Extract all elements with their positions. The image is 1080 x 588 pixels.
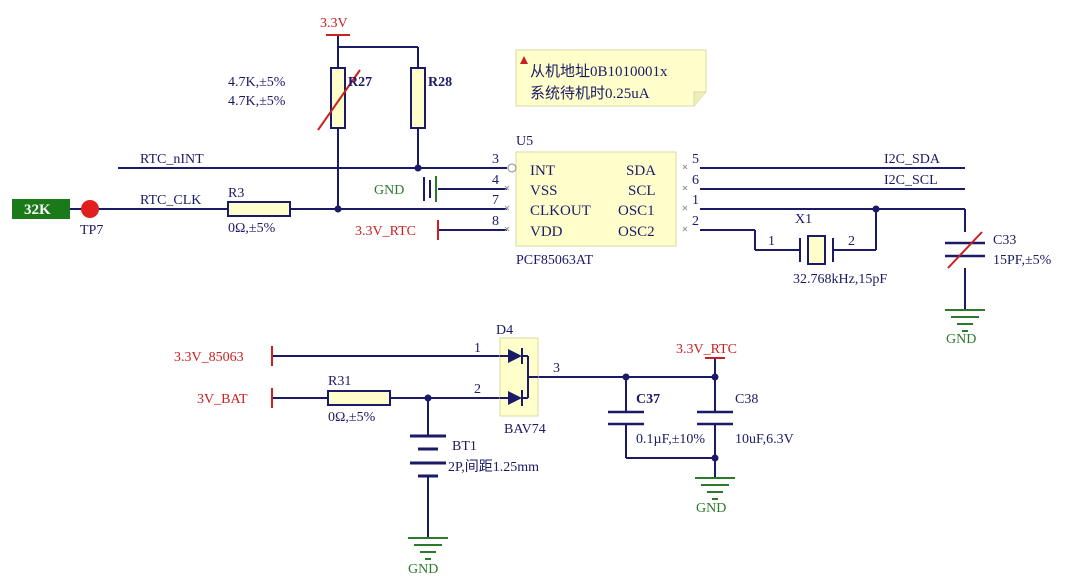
tag-32k-label: 32K [24, 202, 51, 218]
c33-ref: C33 [993, 233, 1016, 248]
pin-number: 2 [474, 382, 481, 397]
junction-dot [414, 164, 422, 172]
power-3v3-rtc-bottom: 3.3V_RTC [676, 342, 737, 359]
gnd-c37: GND [695, 477, 735, 516]
ic-u5: U5 PCF85063AT 3 INT 4 VSS 7 CLKOUT 8 VDD… [492, 134, 699, 268]
d4-part: BAV74 [504, 422, 546, 437]
power-3v3-top: 3.3V [320, 16, 350, 36]
pin-name: SCL [628, 183, 656, 199]
junction-dot [334, 205, 342, 213]
pin-number: 1 [692, 193, 699, 208]
pin-number: 1 [768, 234, 775, 249]
net-label-rtc-clk: RTC_CLK [140, 193, 201, 208]
c38-ref: C38 [735, 392, 758, 407]
variable-arrow-icon [317, 69, 361, 131]
pin-name: SDA [626, 163, 656, 179]
u5-ref: U5 [516, 134, 533, 149]
r27-value: 4.7K,±5% [228, 75, 286, 90]
testpoint-icon [81, 200, 99, 218]
gnd-bt1: GND [408, 537, 448, 577]
net-label-rtc-nint: RTC_nINT [140, 152, 204, 167]
pin-number: 3 [553, 361, 560, 376]
capacitor-c37: C37 0.1µF,±10% [608, 392, 705, 447]
pin-name: VDD [530, 224, 563, 240]
power-label: 3.3V_85063 [174, 350, 244, 365]
net-label-i2c-sda: I2C_SDA [884, 152, 941, 167]
c37-value: 0.1µF,±10% [636, 432, 705, 447]
r31-value: 0Ω,±5% [328, 410, 376, 425]
pin-number: 7 [492, 193, 499, 208]
gnd-label: GND [946, 332, 976, 347]
battery-bt1: BT1 2P,间距1.25mm [410, 434, 539, 478]
power-label: 3.3V_RTC [355, 224, 416, 239]
junction-dot [711, 454, 719, 462]
x1-ref: X1 [795, 212, 812, 227]
pin-name: OSC2 [618, 224, 655, 240]
junctions [334, 164, 880, 462]
pin-name: INT [530, 163, 555, 179]
note-line1: 从机地址0B1010001x [530, 63, 668, 80]
x1-value: 32.768kHz,15pF [793, 272, 887, 287]
r27-ref: R27 [348, 75, 372, 90]
r3-value: 0Ω,±5% [228, 221, 276, 236]
pin-name: VSS [530, 183, 558, 199]
crystal-x1: X1 1 2 32.768kHz,15pF [768, 212, 887, 287]
c33-value: 15PF,±5% [993, 253, 1052, 268]
r31-ref: R31 [328, 374, 351, 389]
d4-ref: D4 [496, 323, 513, 338]
pin-number: 1 [474, 341, 481, 356]
capacitor-c33: C33 15PF,±5% [945, 231, 1052, 269]
power-3v3-85063: 3.3V_85063 [174, 346, 273, 366]
pin-marks [504, 164, 688, 232]
power-label: 3.3V_RTC [676, 342, 737, 357]
tp7-ref: TP7 [80, 223, 103, 238]
testpoint-tp7: TP7 [80, 200, 103, 238]
pin-number: 2 [848, 234, 855, 249]
capacitor-c38: C38 10uF,6.3V [697, 392, 794, 447]
note-box: 从机地址0B1010001x 系统待机时0.25uA [515, 49, 707, 107]
variable-arrow-icon [947, 231, 983, 269]
note-line2: 系统待机时0.25uA [530, 85, 650, 102]
gnd-c33: GND [945, 309, 985, 347]
c37-ref: C37 [636, 392, 660, 407]
pin-number: 8 [492, 214, 499, 229]
gnd-label: GND [696, 501, 726, 516]
gnd-label: GND [408, 562, 438, 577]
u5-part: PCF85063AT [516, 253, 593, 268]
bt1-ref: BT1 [452, 439, 477, 454]
net-label-i2c-scl: I2C_SCL [884, 173, 938, 188]
bt1-value: 2P,间距1.25mm [448, 459, 539, 475]
r28-value: 4.7K,±5% [228, 94, 286, 109]
junction-dot [872, 205, 880, 213]
pin-number: 6 [692, 173, 699, 188]
junction-dot [711, 373, 719, 381]
diode-d4: D4 BAV74 1 2 3 [474, 323, 560, 437]
note-marker-icon [520, 56, 528, 64]
resistor-r31: R31 0Ω,±5% [327, 374, 391, 425]
wires [40, 35, 966, 538]
resistor-r27: R27 4.7K,±5% [228, 67, 372, 131]
tag-32k: 32K [12, 199, 70, 219]
power-label: 3V_BAT [197, 392, 248, 407]
pin-number: 4 [492, 173, 499, 188]
junction-dot [424, 394, 432, 402]
resistor-r28: R28 4.7K,±5% [228, 67, 452, 129]
pin-name: OSC1 [618, 203, 655, 219]
power-3v3-rtc-left: 3.3V_RTC [355, 220, 439, 240]
gnd-u5: GND [374, 176, 437, 202]
power-label: 3.3V [320, 16, 348, 31]
c38-value: 10uF,6.3V [735, 432, 794, 447]
junction-dot [622, 373, 630, 381]
resistor-r3: R3 0Ω,±5% [227, 186, 291, 236]
pin-number: 2 [692, 214, 699, 229]
gnd-label: GND [374, 183, 404, 198]
pin-number: 3 [492, 152, 499, 167]
pin-name: CLKOUT [530, 203, 591, 219]
power-3v-bat: 3V_BAT [197, 388, 273, 408]
r28-ref: R28 [428, 75, 452, 90]
r3-ref: R3 [228, 186, 244, 201]
pin-number: 5 [692, 152, 699, 167]
